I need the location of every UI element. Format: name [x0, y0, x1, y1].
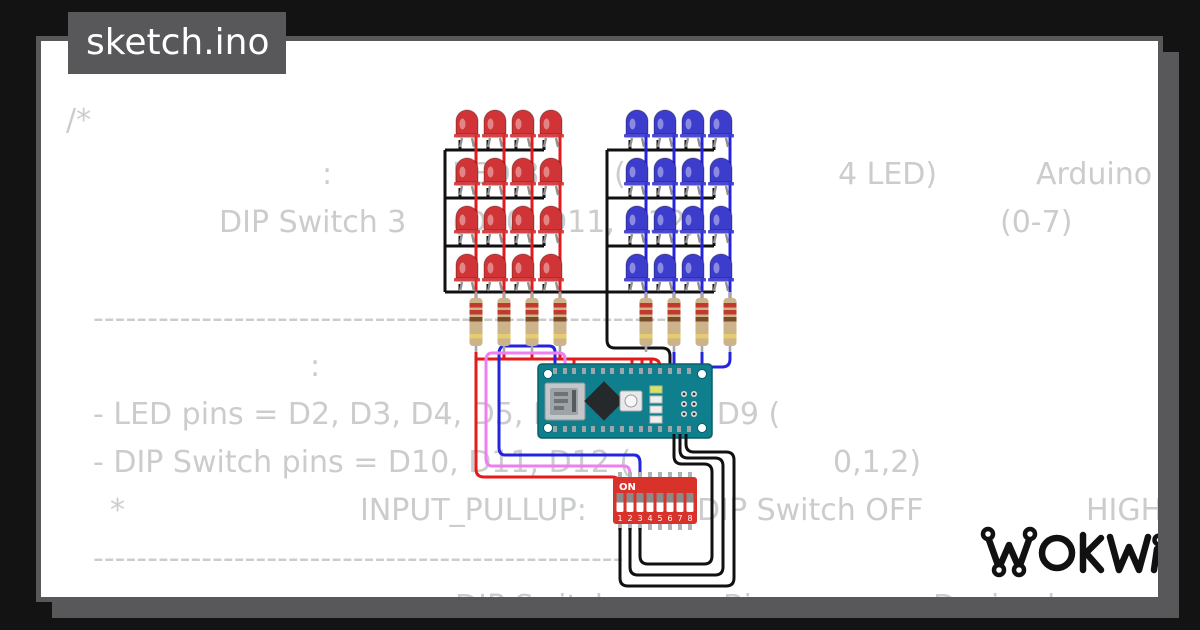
pink-signal-wire: [484, 351, 632, 496]
wokwi-logo: [980, 526, 1158, 578]
red-led-grid: [452, 108, 566, 293]
code-fragment: *: [110, 493, 125, 528]
blue-led-grid: [622, 108, 736, 293]
mounting-hole: [697, 423, 707, 433]
code-fragment: Arduino: [1036, 157, 1153, 192]
code-divider: ----------------------------------------…: [93, 301, 667, 336]
resistor: [496, 290, 512, 354]
code-fragment: Decimal: [933, 590, 1055, 598]
code-fragment: /*: [66, 103, 92, 138]
arduino-nano-board: [537, 363, 713, 439]
mounting-hole: [697, 369, 707, 379]
onboard-leds: [649, 385, 663, 424]
code-fragment: INPUT_PULLUP:: [360, 493, 587, 528]
svg-text:8: 8: [687, 514, 692, 523]
dip-ground-loops: [618, 434, 736, 588]
dip-on-label: ON: [619, 482, 636, 493]
file-tab-title: sketch.ino: [86, 22, 270, 63]
mounting-hole: [543, 423, 553, 433]
code-fragment: DIP Switch: [455, 590, 614, 598]
code-fragment: HIGH: [1086, 493, 1163, 528]
reset-button: [619, 390, 643, 412]
resistor: [524, 290, 540, 354]
code-fragment: (0-7): [1000, 205, 1073, 240]
microcontroller-chip: [584, 381, 624, 421]
top-pin-row: [553, 368, 691, 374]
bottom-pin-row: [553, 426, 691, 432]
circuit-diagram: ON 1 2 3 4 5: [443, 108, 1158, 588]
dip-sliders: [616, 493, 694, 512]
diagram-canvas: /* : LED 8 ( 4 LED) Arduino DIP Switch 3…: [36, 36, 1163, 602]
code-fragment: 0,1,2): [833, 445, 922, 480]
gnd-wire: [605, 292, 672, 371]
code-fragment: 4 LED): [838, 157, 938, 192]
icsp-header: [681, 391, 697, 417]
dip-switch: ON 1 2 3 4 5: [613, 472, 697, 530]
svg-text:5: 5: [657, 514, 662, 523]
svg-text:3: 3: [637, 514, 642, 523]
code-fragment: Binary: [723, 590, 819, 598]
resistor: [552, 290, 568, 354]
resistor: [666, 290, 682, 354]
code-fragment: DIP Switch 3: [219, 205, 407, 240]
svg-text:6: 6: [667, 514, 672, 523]
code-fragment: - DIP Switch pins = D10, D11, D12 (: [93, 445, 632, 480]
dip-numbers: 1 2 3 4 5 6 7 8: [617, 514, 692, 523]
code-divider: ----------------------------------------…: [93, 541, 624, 576]
resistor: [468, 290, 484, 354]
svg-text:2: 2: [627, 514, 632, 523]
svg-text:4: 4: [647, 514, 652, 523]
file-tab: sketch.ino: [68, 12, 286, 74]
code-fragment: (: [614, 157, 626, 192]
diagram-canvas-inner: /* : LED 8 ( 4 LED) Arduino DIP Switch 3…: [41, 41, 1163, 598]
resistors: [468, 290, 738, 354]
resistor: [694, 290, 710, 354]
resistor: [722, 290, 738, 354]
code-fragment: :: [310, 349, 321, 384]
resistor: [638, 290, 654, 354]
svg-text:7: 7: [677, 514, 682, 523]
code-fragment: :: [322, 157, 333, 192]
usb-connector: [544, 382, 586, 421]
mounting-hole: [543, 369, 553, 379]
svg-text:1: 1: [617, 514, 622, 523]
